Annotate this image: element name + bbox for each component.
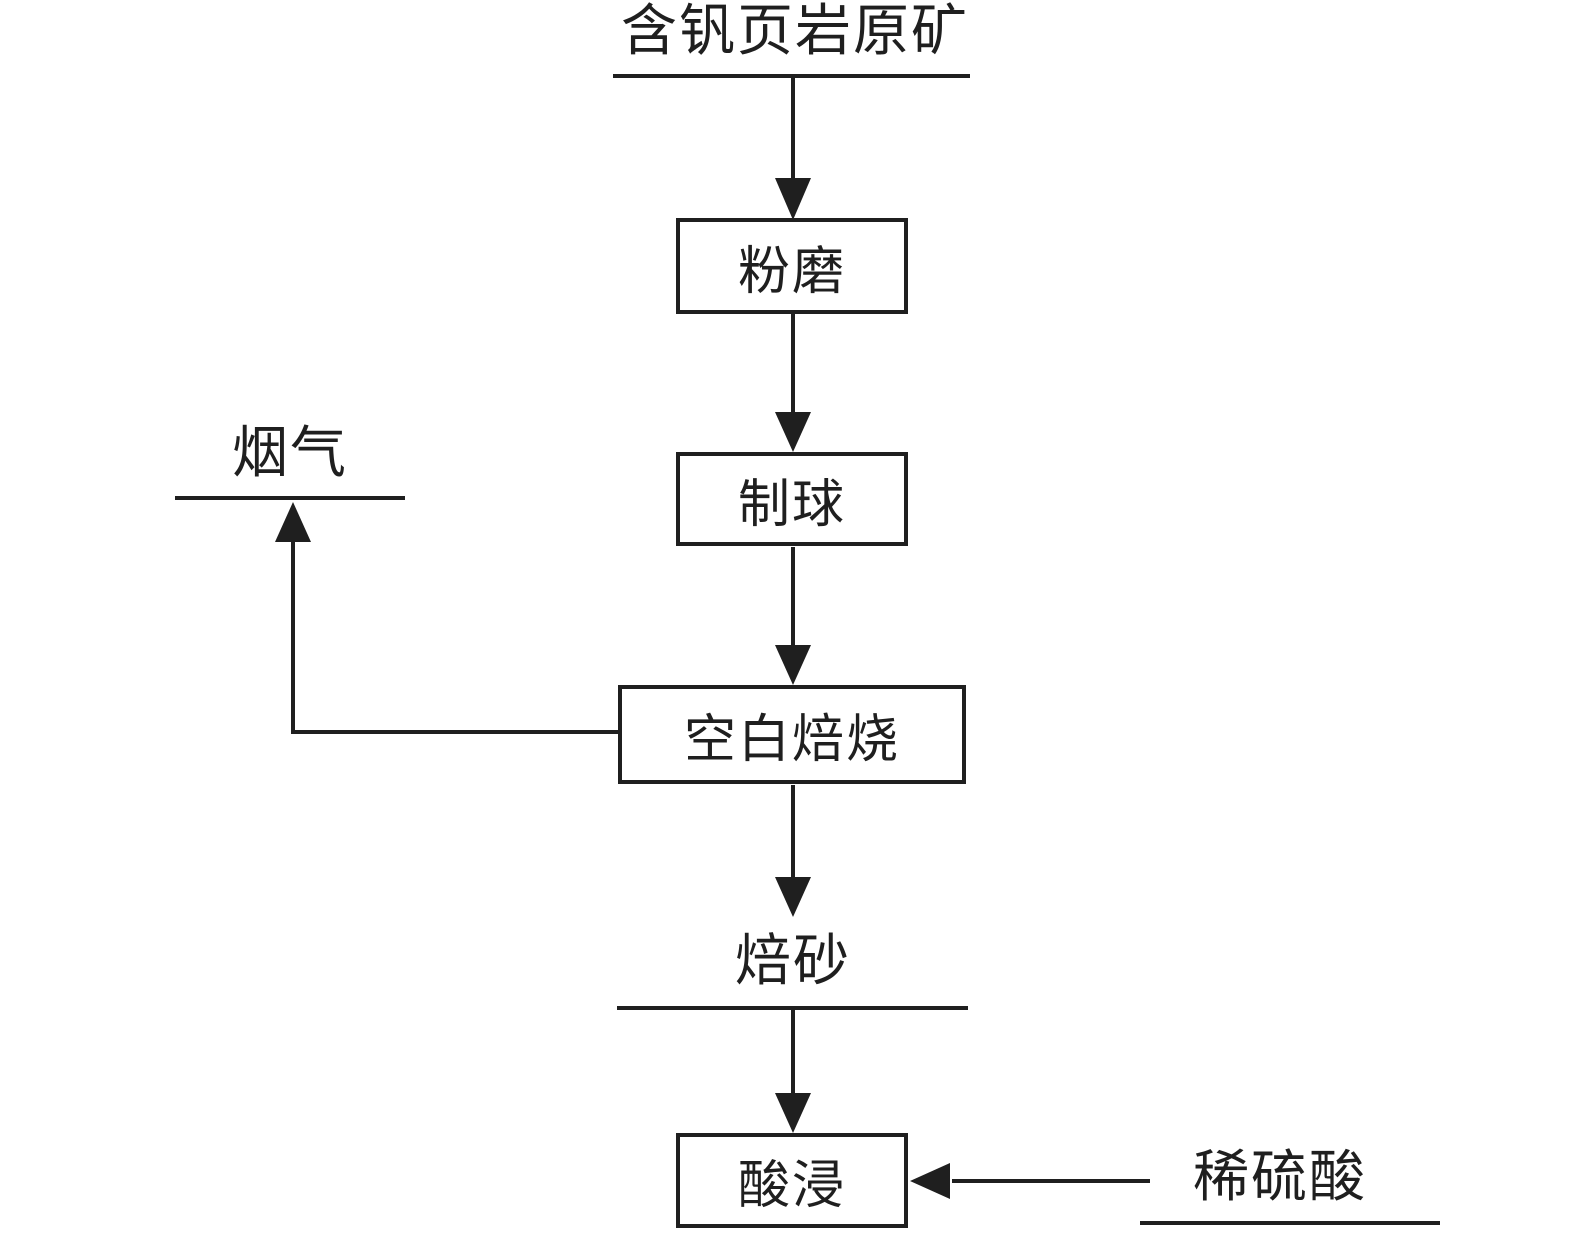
node-grinding: 粉磨	[676, 218, 908, 314]
node-acid-leaching-label: 酸浸	[737, 1158, 846, 1215]
node-grinding-label: 粉磨	[737, 243, 846, 301]
node-acid-leaching: 酸浸	[676, 1133, 908, 1228]
arrowhead-calcine-to-leaching	[775, 1093, 811, 1133]
node-pelletizing: 制球	[676, 452, 908, 546]
label-calcine: 焙砂	[735, 931, 851, 993]
label-raw-ore: 含钒页岩原矿	[621, 1, 969, 63]
node-blank-roasting: 空白焙烧	[618, 685, 966, 784]
arrowhead-acid-to-leaching	[910, 1163, 950, 1199]
node-pelletizing-label: 制球	[737, 476, 846, 534]
label-flue-gas: 烟气	[232, 423, 348, 485]
node-blank-roasting-label: 空白焙烧	[683, 712, 900, 769]
arrowhead-roasting-to-flue-gas	[275, 502, 311, 542]
arrowhead-grinding-to-pelletizing	[775, 412, 811, 452]
label-dilute-acid: 稀硫酸	[1193, 1147, 1367, 1209]
arrowhead-roasting-to-calcine	[775, 877, 811, 917]
arrowhead-raw-ore-to-grinding	[775, 178, 811, 220]
arrowhead-pelletizing-to-roasting	[775, 645, 811, 685]
